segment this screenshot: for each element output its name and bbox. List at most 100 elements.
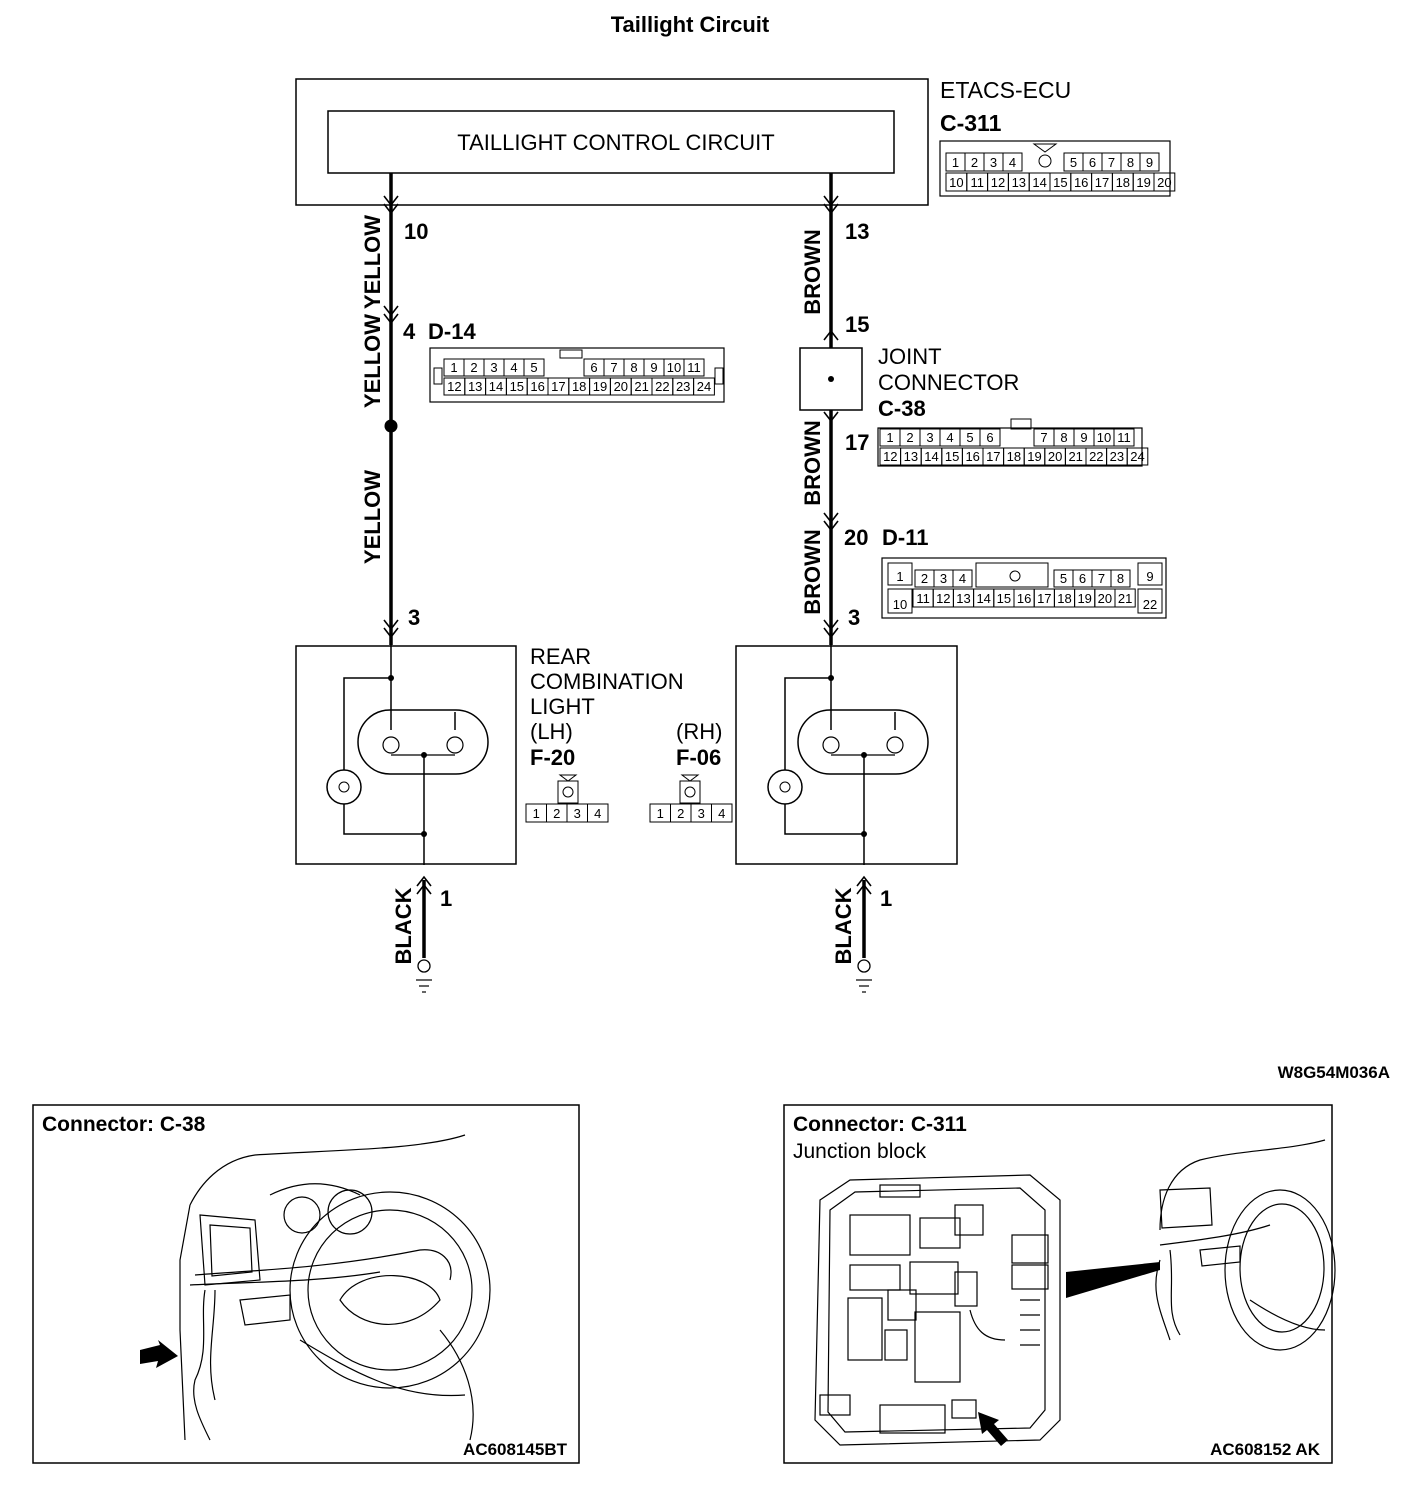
c38-top-pin-label: 4 — [946, 430, 953, 445]
c311-bottom-pin-label: 20 — [1157, 175, 1171, 190]
d14-bottom-pin-label: 22 — [655, 379, 669, 394]
c38-top-cell — [979, 428, 1001, 447]
d11-bottom-pin-label: 20 — [1098, 591, 1112, 606]
d11-top-pin-label: 9 — [1146, 569, 1153, 584]
rear-light-lh-connector-id: F-20 — [530, 745, 575, 770]
figure-code: W8G54M036A — [1278, 1063, 1390, 1082]
rear-light-rh — [735, 645, 958, 865]
d14-bottom-pin-label: 19 — [593, 379, 607, 394]
c311-bottom-pin-label: 15 — [1053, 175, 1067, 190]
c38-bottom-pin-label: 15 — [945, 449, 959, 464]
rear-light-label-line1: REAR — [530, 644, 591, 669]
d14-bottom-pin-label: 16 — [530, 379, 544, 394]
c311-bottom-pin-label: 17 — [1095, 175, 1109, 190]
d11-connector-id: D-11 — [882, 525, 928, 550]
d14-bottom-pin-label: 24 — [697, 379, 711, 394]
wire-color-label-brown-2: BROWN — [800, 420, 825, 506]
d11-bottom-pin-label: 16 — [1017, 591, 1031, 606]
f20-pin-label: 1 — [533, 806, 540, 821]
control-circuit-box — [327, 110, 895, 174]
c311-top-pin-label: 3 — [990, 155, 997, 170]
d11-bottom-pin-label: 13 — [956, 591, 970, 606]
d14-bottom-pin-label: 18 — [572, 379, 586, 394]
pin-rh-3: 3 — [848, 605, 860, 630]
rear-light-lh — [295, 645, 517, 865]
f20-pin-label: 2 — [553, 806, 560, 821]
c311-top-pin-label: 1 — [952, 155, 959, 170]
d14-top-pin-label: 3 — [490, 360, 497, 375]
d14-top-pin-label: 11 — [687, 360, 701, 375]
pin-lh-ground-1: 1 — [440, 886, 452, 911]
joint-node — [828, 376, 834, 382]
d14-top-pin-label: 2 — [470, 360, 477, 375]
d14-top-pin-label: 10 — [667, 360, 681, 375]
d11-bottom-pin-label: 14 — [976, 591, 990, 606]
wire-color-label-yellow-1: YELLOW — [360, 215, 385, 309]
c311-top-pin-label: 5 — [1070, 155, 1077, 170]
d14-bottom-pin-label: 20 — [614, 379, 628, 394]
d11-top-pin-label: 8 — [1117, 571, 1124, 586]
c38-bottom-pin-label: 13 — [904, 449, 918, 464]
d11-top-pin-label: 6 — [1079, 571, 1086, 586]
d11-top-cell — [1137, 562, 1163, 586]
d11-top-cell — [952, 569, 973, 588]
f20-pin-label: 4 — [594, 806, 601, 821]
d11-top-pin-label: 4 — [959, 571, 966, 586]
c311-top-cell — [1139, 152, 1160, 172]
ground-arrow-lh — [416, 875, 432, 895]
joint-label-line1: JOINT — [878, 344, 942, 369]
etacs-ecu-label: ETACS-ECU — [940, 77, 1071, 103]
c38-top-pin-label: 3 — [926, 430, 933, 445]
wire-color-label-yellow-2: YELLOW — [360, 314, 385, 408]
d14-bottom-pin-label: 12 — [447, 379, 461, 394]
joint-label-line2: CONNECTOR — [878, 370, 1019, 395]
c38-bottom-pin-label: 20 — [1048, 449, 1062, 464]
wire-color-label-black-lh: BLACK — [391, 887, 416, 964]
control-circuit-label: TAILLIGHT CONTROL CIRCUIT — [457, 130, 774, 155]
wire-color-label-brown-1: BROWN — [800, 229, 825, 315]
f06-pin-label: 4 — [718, 806, 725, 821]
d11-top-cell — [887, 562, 913, 586]
c38-top-pin-label: 5 — [966, 430, 973, 445]
panel-c311-subtitle: Junction block — [793, 1140, 927, 1163]
splice-point — [384, 419, 398, 433]
d14-bottom-pin-label: 14 — [489, 379, 503, 394]
pin-joint-15: 15 — [845, 312, 869, 337]
pin-d11-20: 20 — [844, 525, 868, 550]
c38-bottom-pin-label: 14 — [924, 449, 938, 464]
c311-bottom-pin-label: 18 — [1116, 175, 1130, 190]
panel-c38-code: AC608145BT — [463, 1440, 568, 1459]
pin-etacs-13: 13 — [845, 219, 869, 244]
f06-pin-label: 3 — [698, 806, 705, 821]
c311-bottom-cell — [1153, 172, 1176, 192]
c38-top-pin-label: 2 — [906, 430, 913, 445]
d11-top-pin-label: 3 — [940, 571, 947, 586]
c38-bottom-pin-label: 18 — [1007, 449, 1021, 464]
wire-color-label-brown-3: BROWN — [800, 529, 825, 615]
d11-top-pin-label: 1 — [896, 569, 903, 584]
c38-bottom-pin-label: 16 — [965, 449, 979, 464]
d14-top-cell — [683, 358, 705, 377]
etacs-connector-id: C-311 — [940, 110, 1002, 136]
pin-d14-4: 4 — [403, 319, 416, 344]
d11-bottom-pin-label: 18 — [1057, 591, 1071, 606]
c311-top-pin-label: 6 — [1089, 155, 1096, 170]
diagram-title: Taillight Circuit — [611, 12, 770, 37]
pin-joint-17: 17 — [845, 430, 869, 455]
d11-bottom-pin-label: 22 — [1143, 597, 1157, 612]
c311-bottom-pin-label: 16 — [1074, 175, 1088, 190]
joint-connector-id: C-38 — [878, 396, 926, 421]
d14-bottom-pin-label: 23 — [676, 379, 690, 394]
c38-top-pin-label: 6 — [986, 430, 993, 445]
pin-etacs-10: 10 — [404, 219, 428, 244]
f20-cell — [587, 803, 609, 823]
c311-top-pin-label: 2 — [971, 155, 978, 170]
c311-bottom-pin-label: 19 — [1136, 175, 1150, 190]
d11-bottom-pin-label: 15 — [997, 591, 1011, 606]
